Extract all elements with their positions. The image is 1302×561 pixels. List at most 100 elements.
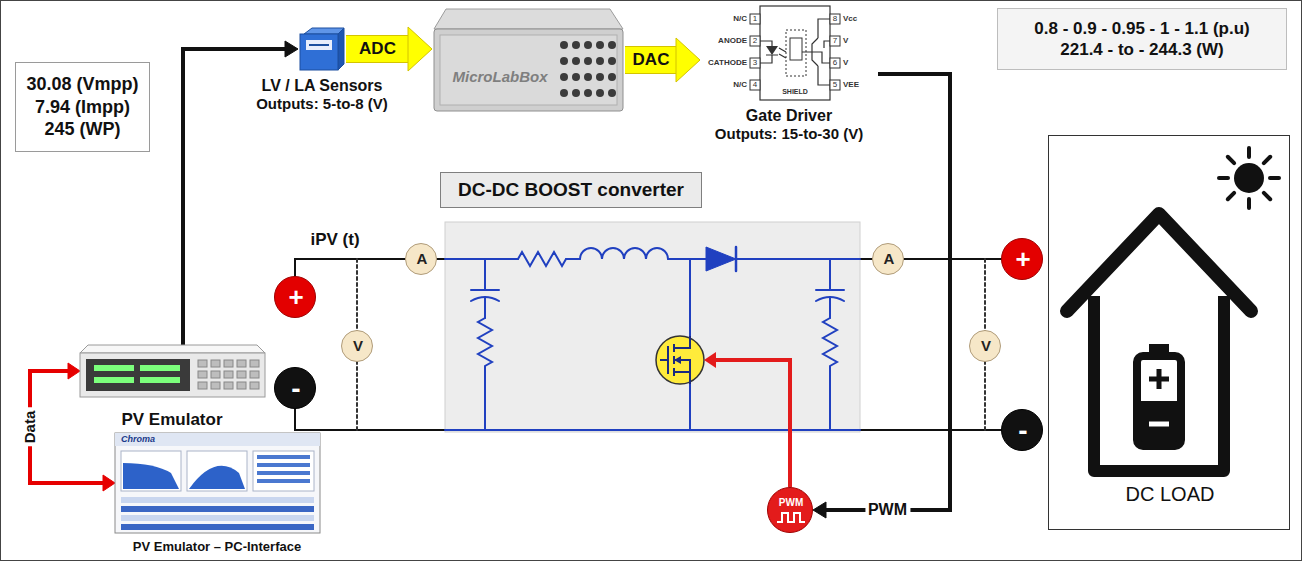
device-connector (584, 57, 592, 65)
device-button (211, 360, 220, 367)
house-walls (1094, 296, 1224, 471)
chip-pin (750, 14, 760, 24)
device-connector (560, 41, 568, 49)
mosfet-gate (660, 346, 668, 374)
converter-wire (566, 258, 580, 260)
sensor-top (304, 28, 344, 34)
display-digits (140, 365, 180, 371)
connector-label: Data (21, 408, 38, 447)
sensor-mark (309, 44, 329, 46)
terminal-symbol: - (1018, 413, 1027, 448)
pwm-label: PWM (779, 497, 803, 510)
negative-wire (860, 429, 1001, 431)
chip-pin (750, 58, 760, 68)
dac-arrow (625, 38, 700, 82)
pin-name: VEE (843, 80, 859, 89)
table-row (121, 515, 314, 521)
pc-icon (115, 433, 320, 533)
negative-wire (295, 409, 445, 430)
device-connector (572, 89, 580, 97)
arrowhead (676, 38, 700, 82)
connector-label: ADC (356, 39, 399, 59)
device-button (224, 371, 233, 378)
readout-row (257, 479, 310, 483)
terminal-symbol: + (288, 281, 303, 314)
sensor-side (338, 28, 344, 70)
device-connector (596, 57, 604, 65)
display-digits (94, 365, 134, 371)
terminal-symbol: + (1015, 243, 1030, 276)
sensor-icon (298, 26, 346, 72)
load-range-box: 0.8 - 0.9 - 0.95 - 1 - 1.1 (p.u)221.4 - … (997, 8, 1287, 70)
pin-number: 3 (753, 58, 757, 67)
device-panel (440, 35, 617, 105)
device-button (198, 360, 207, 367)
pwm-icon (768, 488, 814, 534)
device-connector (596, 89, 604, 97)
power-range: 221.4 - to - 244.3 (W) (1060, 39, 1223, 60)
connector-line (346, 36, 409, 62)
device-connector (608, 89, 616, 97)
device-connector (572, 41, 580, 49)
display-digits (94, 377, 134, 383)
device-connector (584, 73, 592, 81)
device-display (86, 359, 190, 391)
device-button (224, 360, 233, 367)
pin-number: 8 (833, 14, 837, 23)
device-top (434, 9, 623, 29)
sun-ray (1219, 176, 1228, 180)
device-connector (560, 89, 568, 97)
pin-name: N/C (733, 80, 747, 89)
mlb-icon (432, 5, 625, 115)
device-connector (560, 57, 568, 65)
resistor-symbol (518, 252, 566, 266)
converter-title-band: DC-DC BOOST converter (440, 172, 702, 208)
chip-pin (750, 36, 760, 46)
readout-row (257, 463, 310, 467)
converter-title: DC-DC BOOST converter (458, 178, 684, 202)
battery-plus-sign (1149, 369, 1169, 389)
arrowhead (68, 363, 80, 379)
spec-value: 30.08 (Vmpp) (26, 73, 138, 96)
mosfet-arrow (674, 356, 681, 364)
sensor-label: LV / LA Sensors (262, 76, 383, 96)
spec-value: 7.94 (Impp) (35, 96, 130, 119)
device-front (80, 353, 265, 397)
voltmeter-symbol: V (969, 330, 1001, 362)
pin-name: CATHODE (708, 58, 747, 67)
pin-name: V (843, 36, 848, 45)
capacitor-symbol (816, 259, 844, 318)
ammeter-symbol: A (405, 243, 437, 275)
readout-panel (253, 451, 314, 491)
driver-output-range: Outputs: 15-to-30 (V) (715, 125, 863, 144)
sensor-body (300, 34, 338, 70)
converter-wire (445, 258, 518, 260)
chip-pin (830, 80, 840, 90)
chip-pin (830, 58, 840, 68)
resistor-symbol (478, 318, 492, 430)
device-button (237, 371, 246, 378)
pin-number: 6 (833, 58, 837, 67)
shield-label: SHIELD (782, 88, 808, 96)
diode-symbol (706, 247, 736, 271)
device-connector (596, 41, 604, 49)
sun-ray (1264, 193, 1270, 199)
device-button (250, 371, 259, 378)
mosfet-terminals (674, 336, 690, 384)
display-digits (140, 377, 180, 383)
pin-number: 1 (753, 14, 757, 23)
negative-terminal: - (1001, 409, 1043, 451)
software-brand: Chroma (121, 434, 155, 444)
device-button (198, 382, 207, 389)
converter-wire (736, 258, 860, 260)
pin-number: 2 (753, 36, 757, 45)
output-stage (802, 19, 830, 85)
device-button (250, 382, 259, 389)
adc-arrow (346, 27, 432, 71)
device-top (80, 345, 265, 353)
arrow-outline (625, 46, 677, 74)
device-button (224, 382, 233, 389)
sun-ray (1228, 157, 1234, 163)
signal-name: iPV (t) (310, 230, 359, 250)
